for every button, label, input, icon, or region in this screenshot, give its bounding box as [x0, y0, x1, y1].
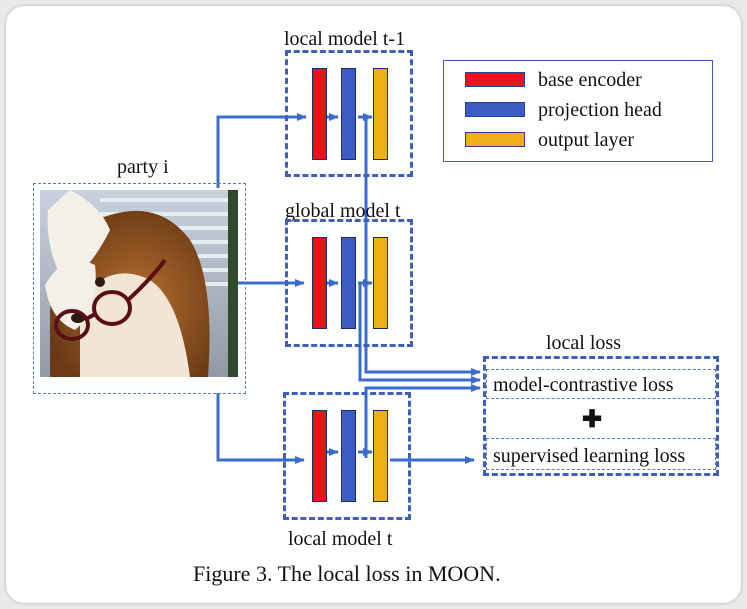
output-layer-bar — [373, 68, 388, 160]
projection-head-bar — [341, 68, 356, 160]
legend-label-projection-head: projection head — [538, 99, 662, 121]
projection-head-bar — [341, 410, 356, 502]
local-loss-box — [483, 356, 719, 476]
output-layer-bar — [373, 410, 388, 502]
label-local-loss: local loss — [546, 332, 621, 354]
supervised-loss-box — [486, 438, 716, 470]
projection-head-bar — [341, 237, 356, 329]
legend-swatch-projection-head — [465, 102, 525, 117]
base-encoder-bar — [312, 237, 327, 329]
figure-caption: Figure 3. The local loss in MOON. — [193, 561, 501, 586]
party-box — [33, 183, 246, 394]
contrastive-loss-label: model-contrastive loss — [493, 374, 674, 396]
label-local-model: local model t — [288, 528, 393, 550]
legend-swatch-base-encoder — [465, 72, 525, 87]
dog-with-glasses-image — [40, 190, 238, 377]
local-model-box — [283, 392, 411, 520]
contrastive-loss-box — [486, 369, 716, 399]
dog-photo — [40, 190, 238, 377]
base-encoder-bar — [312, 68, 327, 160]
legend-swatch-output-layer — [465, 132, 525, 147]
label-local-model-prev: local model t-1 — [284, 28, 406, 50]
supervised-loss-label: supervised learning loss — [493, 445, 686, 467]
plus-icon: ✚ — [582, 407, 603, 433]
base-encoder-bar — [312, 410, 327, 502]
label-global-model: global model t — [285, 200, 401, 222]
output-layer-bar — [373, 237, 388, 329]
legend-label-base-encoder: base encoder — [538, 69, 642, 91]
legend-label-output-layer: output layer — [538, 129, 635, 151]
local-model-prev-box — [285, 50, 413, 177]
label-party: party i — [117, 156, 169, 178]
global-model-box — [285, 219, 413, 347]
